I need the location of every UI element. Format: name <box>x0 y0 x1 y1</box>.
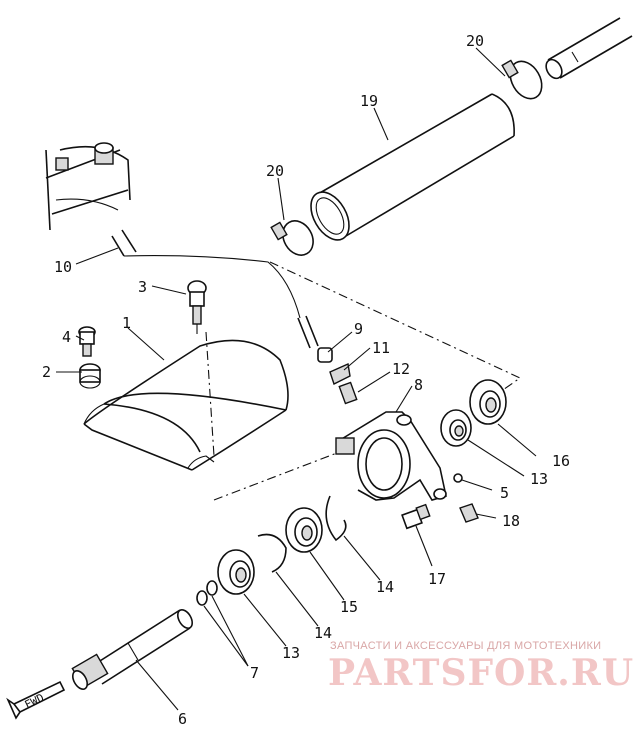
forward-arrow: FWD <box>6 680 66 720</box>
callout-18: 18 <box>502 512 520 530</box>
bearing-15 <box>285 507 323 553</box>
callout-5: 5 <box>500 484 509 502</box>
oil-seal-lower <box>217 549 255 595</box>
watermark-tagline: ЗАПЧАСТИ И АКСЕССУАРЫ ДЛЯ МОТОТЕХНИКИ <box>330 640 602 652</box>
callout-16: 16 <box>552 452 570 470</box>
callout-15: 15 <box>340 598 358 616</box>
bearing-housing <box>335 411 447 501</box>
callout-14-right: 14 <box>376 578 394 596</box>
drive-shaft-upper <box>545 17 633 80</box>
nipple-fitting <box>329 362 358 405</box>
callout-4: 4 <box>62 328 71 346</box>
rubber-boot <box>310 93 515 241</box>
callout-19: 19 <box>360 92 378 110</box>
bearing-16 <box>469 379 507 425</box>
guide-line-housing <box>205 331 215 457</box>
fwd-label: FWD <box>23 691 47 711</box>
callout-20-lower: 20 <box>266 162 284 180</box>
water-hose <box>111 229 301 319</box>
watermark-logo: PARTSFOR.RU <box>328 652 635 694</box>
callout-numbers: 19 20 20 10 3 1 4 2 9 11 12 8 16 13 5 18… <box>42 32 570 728</box>
o-rings <box>196 580 218 606</box>
callout-17: 17 <box>428 570 446 588</box>
callout-9: 9 <box>354 320 363 338</box>
callout-8: 8 <box>414 376 423 394</box>
guide-line-bracket <box>213 447 351 501</box>
grease-nipple <box>187 280 207 334</box>
callout-20-upper: 20 <box>466 32 484 50</box>
callout-12: 12 <box>392 360 410 378</box>
hull-bracket <box>45 142 131 231</box>
clip-18 <box>459 503 479 523</box>
bolt-4 <box>78 326 96 357</box>
callout-13-lower: 13 <box>282 644 300 662</box>
circlip-upper <box>325 495 347 542</box>
callout-11: 11 <box>372 339 390 357</box>
circlip-lower <box>257 533 287 573</box>
leader-lines <box>56 47 537 711</box>
guide-line-hose <box>269 261 522 393</box>
collar-2 <box>79 363 101 389</box>
callout-3: 3 <box>138 278 147 296</box>
drive-shaft <box>71 609 194 690</box>
hose-piece <box>297 315 333 363</box>
hose-clamp-lower <box>270 220 314 256</box>
bolt-17 <box>401 503 431 530</box>
callout-13-upper: 13 <box>530 470 548 488</box>
shaft-housing <box>83 339 289 471</box>
hose-clamp-upper <box>501 59 543 100</box>
callout-2: 2 <box>42 363 51 381</box>
callout-6: 6 <box>178 710 187 728</box>
washer-5 <box>453 473 463 483</box>
callout-14-left: 14 <box>314 624 332 642</box>
callout-10: 10 <box>54 258 72 276</box>
oil-seal-upper <box>440 409 472 447</box>
callout-7: 7 <box>250 664 259 682</box>
callout-1: 1 <box>122 314 131 332</box>
